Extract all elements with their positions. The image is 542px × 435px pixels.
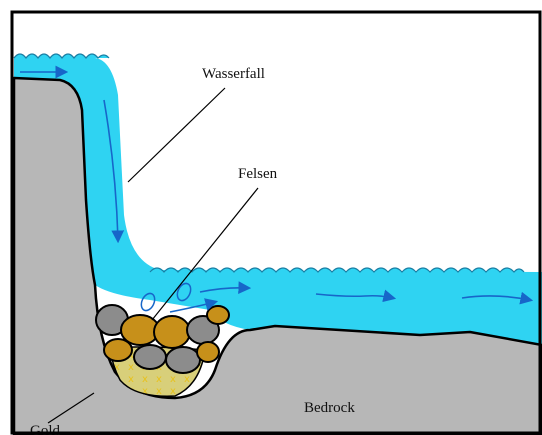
rock [207, 306, 229, 324]
rock [197, 342, 219, 362]
label-waterfall: Wasserfall [202, 66, 265, 82]
rock [104, 339, 132, 361]
rock [134, 345, 166, 369]
label-bedrock: Bedrock [304, 400, 355, 416]
rock [154, 316, 190, 348]
rock [166, 347, 200, 373]
label-rocks: Felsen [238, 166, 278, 182]
